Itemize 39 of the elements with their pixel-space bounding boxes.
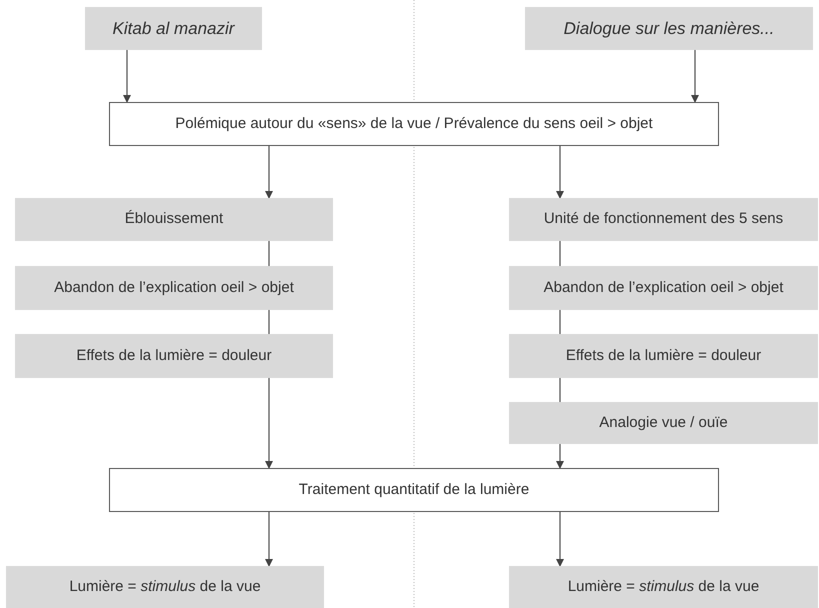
node-text: Éblouissement — [124, 209, 224, 230]
connector-line — [268, 241, 270, 266]
source-box — [525, 7, 813, 50]
step-box — [509, 266, 818, 310]
arrow — [556, 512, 564, 567]
source-box — [85, 7, 262, 50]
node-text: Kitab al manazir — [112, 18, 234, 40]
arrow — [123, 50, 131, 103]
connector-line — [559, 241, 561, 266]
node-text: Traitement quantitatif de la lumière — [298, 480, 530, 500]
node-text: Dialogue sur les manières... — [564, 18, 774, 40]
step-box — [509, 402, 818, 444]
node-text: Lumière = stimulus de la vue — [568, 576, 760, 597]
process-box — [109, 468, 719, 512]
node-text: Effets de la lumière = douleur — [566, 346, 762, 366]
step-box — [509, 566, 818, 608]
node-text: Abandon de l’explication oeil > objet — [54, 278, 294, 298]
step-box — [15, 266, 333, 310]
connector-line — [559, 378, 561, 402]
arrow — [265, 512, 273, 567]
node-text: Polémique autour du «sens» de la vue / Prévalence du sens oeil > objet — [175, 114, 653, 134]
step-box — [15, 334, 333, 378]
node-text: Abandon de l’explication oeil > objet — [544, 278, 784, 298]
arrow — [265, 146, 273, 199]
node-text: Lumière = stimulus de la vue — [69, 576, 261, 597]
step-box — [6, 566, 324, 608]
arrow — [265, 378, 273, 469]
process-box — [109, 102, 719, 146]
arrow — [556, 444, 564, 469]
arrow — [556, 146, 564, 199]
arrow — [691, 50, 699, 103]
connector-line — [268, 310, 270, 334]
node-text: Unité de fonctionnement des 5 sens — [544, 209, 784, 230]
node-text: Effets de la lumière = douleur — [76, 346, 272, 366]
node-text: Analogie vue / ouïe — [599, 412, 728, 433]
connector-line — [559, 310, 561, 334]
step-box — [509, 198, 818, 241]
step-box — [509, 334, 818, 378]
step-box — [15, 198, 333, 241]
